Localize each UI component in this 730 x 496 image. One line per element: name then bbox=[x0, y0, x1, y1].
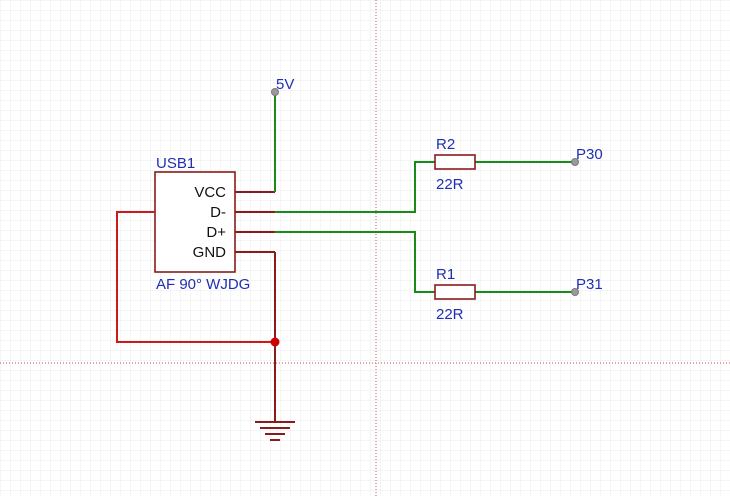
port-p30-label: P30 bbox=[576, 146, 603, 163]
resistor-r1-value: 22R bbox=[436, 306, 464, 323]
junction-dot[interactable] bbox=[270, 337, 280, 347]
resistor-r1-body[interactable] bbox=[434, 284, 476, 300]
port-5v-label: 5V bbox=[276, 76, 294, 93]
wire-dminus[interactable] bbox=[275, 161, 435, 213]
ground-symbol-icon[interactable] bbox=[255, 421, 295, 441]
port-5v-dot[interactable] bbox=[271, 88, 279, 96]
port-5v[interactable]: 5V bbox=[271, 76, 295, 96]
pin-label-vcc: VCC bbox=[194, 184, 226, 201]
resistor-r2[interactable]: R2 22R bbox=[434, 136, 476, 193]
resistor-r2-body[interactable] bbox=[434, 154, 476, 170]
port-p31[interactable]: P31 bbox=[571, 276, 603, 296]
usb-connector[interactable]: USB1 VCC D- D+ GND AF 90° WJDG bbox=[154, 155, 275, 293]
pin-label-dplus: D+ bbox=[206, 224, 226, 241]
port-p30-dot[interactable] bbox=[571, 158, 579, 166]
usb-connector-body[interactable] bbox=[154, 171, 236, 273]
port-p30[interactable]: P30 bbox=[571, 146, 603, 166]
wire-shield-ground[interactable] bbox=[116, 211, 275, 343]
port-p31-dot[interactable] bbox=[571, 288, 579, 296]
wire-dplus[interactable] bbox=[275, 231, 435, 293]
pin-label-dminus: D- bbox=[210, 204, 226, 221]
resistor-r2-designator: R2 bbox=[436, 136, 455, 153]
pin-label-gnd: GND bbox=[193, 244, 227, 261]
resistor-r1-designator: R1 bbox=[436, 266, 455, 283]
usb-designator: USB1 bbox=[156, 155, 195, 172]
usb-value: AF 90° WJDG bbox=[156, 276, 250, 293]
port-p31-label: P31 bbox=[576, 276, 603, 293]
resistor-r2-value: 22R bbox=[436, 176, 464, 193]
resistor-r1[interactable]: R1 22R bbox=[434, 266, 476, 323]
